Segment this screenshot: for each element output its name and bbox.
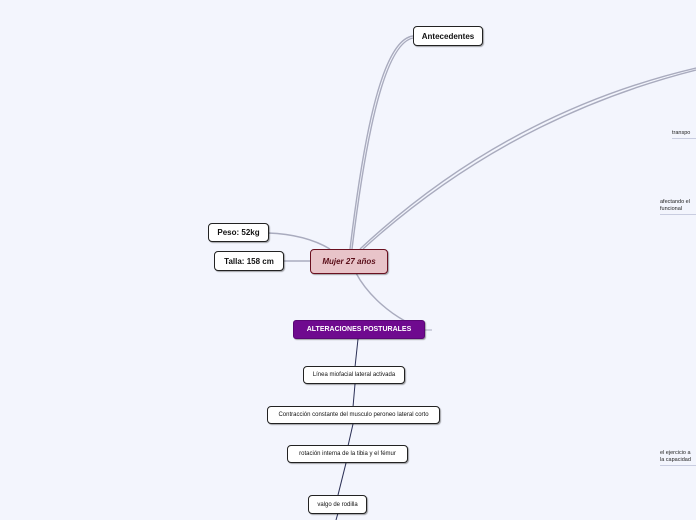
chain-label-2: Contracción constante del musculo perone… — [278, 412, 429, 418]
link-antecedentes-2 — [351, 37, 414, 250]
link-chain-5 — [335, 512, 339, 520]
chain-node-3[interactable]: rotación interna de la tibia y el fémur — [287, 445, 408, 463]
edge-text-afectando: afectando el funcional — [660, 199, 696, 215]
link-chain-1 — [354, 338, 359, 368]
edge-text-transpo: transpo — [672, 130, 696, 139]
antecedentes-node[interactable]: Antecedentes — [413, 26, 483, 46]
edge-text-ejercicio: el ejercicio a la capacidad — [660, 450, 696, 466]
link-antecedentes — [349, 35, 414, 250]
link-chain-4 — [337, 462, 347, 496]
antecedentes-label: Antecedentes — [421, 31, 475, 41]
link-peso — [267, 232, 331, 250]
edge-text-ejercicio-line2: la capacidad — [660, 457, 691, 463]
chain-node-2[interactable]: Contracción constante del musculo perone… — [267, 406, 440, 424]
link-right-branch — [359, 67, 696, 250]
link-chain-3 — [347, 423, 354, 447]
alteraciones-label: ALTERACIONES POSTURALES — [306, 326, 412, 333]
chain-node-1[interactable]: Línea miofacial lateral activada — [303, 366, 405, 384]
peso-node[interactable]: Peso: 52kg — [208, 223, 269, 242]
edge-text-afectando-line2: funcional — [660, 206, 683, 212]
alteraciones-posturales-node[interactable]: ALTERACIONES POSTURALES — [293, 320, 425, 339]
chain-label-3: rotación interna de la tibia y el fémur — [299, 451, 396, 457]
link-chain-2 — [352, 383, 356, 408]
link-right-branch-2 — [362, 69, 696, 250]
edge-text-ejercicio-line1: el ejercicio a — [660, 450, 691, 456]
central-label: Mujer 27 años — [322, 257, 376, 266]
talla-node[interactable]: Talla: 158 cm — [214, 251, 284, 271]
talla-label: Talla: 158 cm — [224, 256, 274, 266]
link-alteraciones — [355, 272, 406, 322]
chain-label-1: Línea miofacial lateral activada — [312, 372, 396, 378]
chain-label-4: valgo de rodilla — [317, 501, 358, 508]
central-node[interactable]: Mujer 27 años — [310, 249, 388, 274]
edge-text-transpo-label: transpo — [672, 130, 691, 136]
edge-text-afectando-line1: afectando el — [660, 199, 690, 205]
peso-label: Peso: 52kg — [217, 228, 260, 237]
chain-node-4[interactable]: valgo de rodilla — [308, 495, 367, 514]
